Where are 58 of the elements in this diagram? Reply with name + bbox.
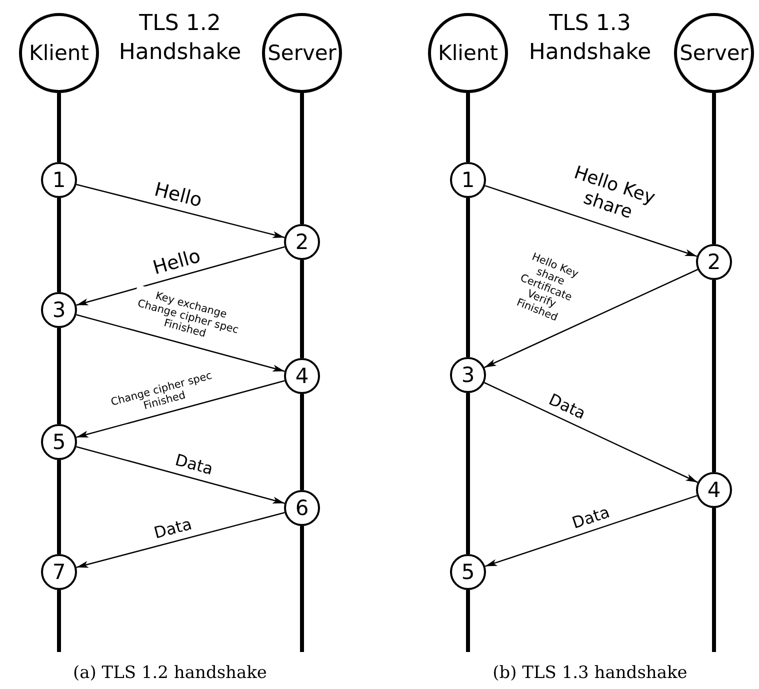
figure-caption: (b) TLS 1.3 handshake xyxy=(492,662,688,684)
step-circle xyxy=(41,424,77,460)
lifeline xyxy=(57,328,61,424)
figure-caption: (a) TLS 1.2 handshake xyxy=(72,662,268,684)
lifeline xyxy=(466,93,470,162)
step-number: 2 xyxy=(707,250,721,274)
step-number: 6 xyxy=(295,496,309,520)
arrow xyxy=(76,314,285,372)
lifeline xyxy=(300,394,304,490)
step-number: 5 xyxy=(52,430,66,454)
lifeline xyxy=(57,590,61,652)
arrow xyxy=(484,185,698,257)
lifeline xyxy=(466,393,470,554)
step-circle xyxy=(450,162,486,198)
lifeline xyxy=(57,198,61,292)
step-circle xyxy=(41,554,77,590)
arrow xyxy=(484,382,698,483)
arrow xyxy=(76,512,285,568)
step-circle xyxy=(284,490,320,526)
step-circle xyxy=(696,244,732,280)
lifeline xyxy=(57,93,61,162)
step-circle xyxy=(450,357,486,393)
lifeline xyxy=(712,508,716,652)
step-circle xyxy=(284,358,320,394)
step-circle xyxy=(41,292,77,328)
arrow xyxy=(76,380,285,438)
participant-name: Server xyxy=(268,41,336,65)
step-number: 5 xyxy=(461,560,475,584)
lifeline xyxy=(712,93,716,244)
lifeline xyxy=(466,590,470,652)
step-circle xyxy=(696,472,732,508)
arrow xyxy=(76,184,285,238)
lifeline xyxy=(300,260,304,358)
step-number: 1 xyxy=(461,168,475,192)
step-circle xyxy=(41,162,77,198)
arrow xyxy=(484,495,698,567)
step-number: 2 xyxy=(295,230,309,254)
arrow xyxy=(76,446,285,504)
participant-name: Klient xyxy=(29,41,89,65)
participant-name: Klient xyxy=(438,41,498,65)
lifeline xyxy=(57,460,61,554)
diagram-heading: TLS 1.2 Handshake xyxy=(118,10,242,67)
arrow xyxy=(484,268,698,368)
diagram-heading: TLS 1.3 Handshake xyxy=(528,10,652,67)
step-number: 3 xyxy=(52,298,66,322)
lifeline xyxy=(300,93,304,224)
step-number: 3 xyxy=(461,363,475,387)
arrow xyxy=(76,246,285,306)
step-circle xyxy=(450,554,486,590)
lifeline xyxy=(300,526,304,652)
step-number: 4 xyxy=(295,364,309,388)
lifeline xyxy=(712,280,716,472)
step-number: 7 xyxy=(52,560,66,584)
step-number: 4 xyxy=(707,478,721,502)
step-number: 1 xyxy=(52,168,66,192)
step-circle xyxy=(284,224,320,260)
lifeline xyxy=(466,198,470,357)
participant-name: Server xyxy=(680,41,748,65)
